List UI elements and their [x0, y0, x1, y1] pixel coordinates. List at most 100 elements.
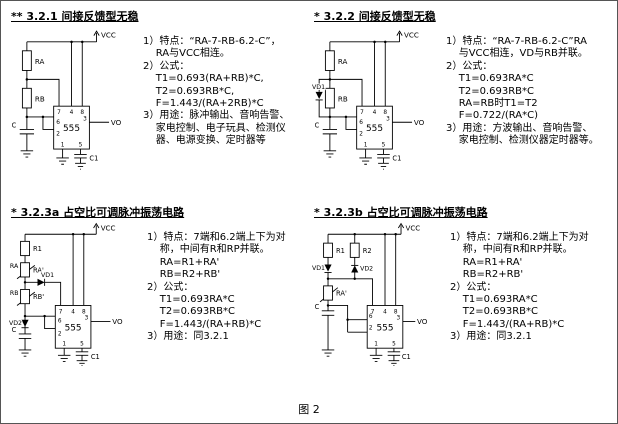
- vcc-label: VCC: [101, 30, 116, 39]
- resistor-rap: [323, 285, 333, 301]
- pin-7-label: 7: [57, 110, 61, 116]
- circuit-diagram-555-duty-b: VCC R1 R2 VD1 VD2 RA' C C1 555 VO 7 4 8 …: [312, 222, 428, 367]
- section-3-2-2: * 3.2.2 间接反馈型无稳: [310, 5, 613, 201]
- circuit-wires: [19, 30, 110, 170]
- pin-2-label: 2: [369, 326, 373, 332]
- pin-1-label: 1: [364, 142, 368, 148]
- vo-label: VO: [417, 317, 428, 326]
- section-3-2-3b: * 3.2.3b 占空比可调脉冲振荡电路: [310, 201, 613, 397]
- resistor-ra-label: RA: [10, 263, 19, 270]
- vo-label: VO: [414, 118, 425, 127]
- diode-vd1-icon: [324, 264, 332, 272]
- vcc-label: VCC: [405, 224, 420, 233]
- junction-dots: [23, 232, 86, 318]
- sections-grid: ** 3.2.1 间接反馈型无稳: [7, 5, 611, 397]
- section-notes: 1）特点：“RA-7-RB-6.2-C”， RA与VCC相连。 2）公式： T1…: [143, 36, 290, 147]
- section-body: VD1 VCC RA RB C C1 555 VO 7 4 8 6 2 3 1 …: [310, 24, 613, 178]
- resistor-rb: [324, 87, 335, 109]
- resistor-r1: [323, 242, 333, 258]
- vo-label: VO: [111, 118, 122, 127]
- capacitor-c-label: C: [12, 326, 17, 334]
- capacitor-c1-label: C1: [392, 155, 401, 163]
- ground-symbol: [323, 150, 337, 158]
- ground-symbol: [321, 349, 335, 357]
- resistor-rb-label: RB: [338, 95, 348, 104]
- ground-symbol: [56, 149, 69, 165]
- resistor-ra: [21, 50, 32, 71]
- pin-1-label: 1: [62, 342, 66, 348]
- diode-vd1-label: VD1: [312, 265, 325, 272]
- pin-6-label: 6: [359, 120, 363, 126]
- pin-5-label: 5: [382, 142, 386, 148]
- junction-dots: [326, 232, 397, 321]
- chip-label: 555: [63, 124, 80, 134]
- circuit-diagram-555-duty-a: VCC R1 RA RA' RB RB' VD1 VD2 C C1 555 VO…: [9, 222, 123, 367]
- capacitor-c: [19, 128, 35, 135]
- pin-6-label: 6: [369, 314, 373, 320]
- capacitor-c-label: C: [12, 122, 17, 130]
- pin-3-label: 3: [386, 116, 390, 122]
- resistor-r1: [20, 240, 30, 257]
- chip-555-box: [53, 105, 90, 150]
- capacitor-c1-label: C1: [402, 353, 411, 361]
- vo-label: VO: [112, 317, 123, 326]
- pin-8-label: 8: [80, 110, 84, 116]
- pin-8-label: 8: [394, 309, 398, 315]
- resistor-rap-label: RA': [336, 290, 347, 298]
- diode-vd1-label: VD1: [312, 84, 325, 91]
- ground-symbol: [20, 150, 34, 158]
- section-body: VCC RA RB C C1 555 VO 7 4 8 6 2 3 1 5 1）…: [7, 24, 310, 178]
- chip-555-box: [366, 305, 404, 349]
- circuit-diagram-555-astable-2: VD1 VCC RA RB C C1 555 VO 7 4 8 6 2 3 1 …: [312, 30, 425, 170]
- section-3-2-3a: * 3.2.3a 占空比可调脉冲振荡电路: [7, 201, 310, 397]
- pin-7-label: 7: [59, 309, 63, 315]
- section-notes: 1）特点：7端和6.2端上下为对 称，中间有R和RP并联。 RA=R1+RA' …: [147, 232, 286, 343]
- pin-5-label: 5: [392, 342, 396, 348]
- resistor-rap-label: RA': [33, 267, 44, 275]
- section-title: * 3.2.2 间接反馈型无稳: [314, 10, 436, 23]
- pin-2-label: 2: [359, 132, 363, 138]
- pin-3-label: 3: [397, 316, 401, 322]
- pin-1-label: 1: [61, 142, 65, 148]
- pin-7-label: 7: [371, 309, 375, 315]
- pin-6-label: 6: [56, 120, 60, 126]
- capacitor-c1-label: C1: [89, 155, 98, 163]
- chip-label: 555: [377, 323, 394, 333]
- section-3-2-1: ** 3.2.1 间接反馈型无稳: [7, 5, 310, 201]
- resistor-r2-label: R2: [363, 247, 372, 255]
- resistor-r1-label: R1: [33, 245, 42, 253]
- pin-6-label: 6: [58, 318, 62, 324]
- vcc-arrow-icon: [396, 30, 403, 36]
- pin-3-label: 3: [85, 316, 89, 322]
- capacitor-c: [321, 310, 335, 316]
- pin-8-label: 8: [82, 309, 86, 315]
- chip-555-box: [54, 305, 92, 349]
- ground-symbol: [18, 349, 32, 357]
- capacitor-c1: [377, 149, 390, 170]
- section-body: VCC R1 RA RA' RB RB' VD1 VD2 C C1 555 VO…: [7, 220, 310, 376]
- pin-8-label: 8: [383, 110, 387, 116]
- resistor-r1-label: R1: [336, 247, 345, 255]
- capacitor-c1-label: C1: [91, 353, 100, 361]
- pin-3-label: 3: [83, 116, 87, 122]
- figure-caption: 图 2: [298, 403, 320, 416]
- pin-2-label: 2: [58, 332, 62, 338]
- vcc-label: VCC: [404, 30, 419, 39]
- pin-4-label: 4: [373, 110, 377, 116]
- vcc-arrow-icon: [397, 222, 405, 229]
- diode-vd1-icon: [37, 278, 45, 286]
- resistor-rb-label: RB: [35, 95, 45, 104]
- capacitor-c: [18, 333, 32, 339]
- ground-symbol: [57, 348, 71, 362]
- ground-symbol: [359, 149, 372, 165]
- resistor-ra: [324, 50, 335, 71]
- resistor-ra-label: RA: [338, 57, 348, 66]
- pin-1-label: 1: [374, 342, 378, 348]
- vcc-arrow-icon: [93, 222, 100, 229]
- circuit-wires: [315, 30, 413, 170]
- chip-555-box: [356, 105, 393, 150]
- resistor-ra-label: RA: [35, 57, 45, 66]
- section-title: * 3.2.3b 占空比可调脉冲振荡电路: [314, 206, 488, 219]
- diode-vd2-icon: [351, 265, 359, 273]
- pin-4-label: 4: [383, 309, 387, 315]
